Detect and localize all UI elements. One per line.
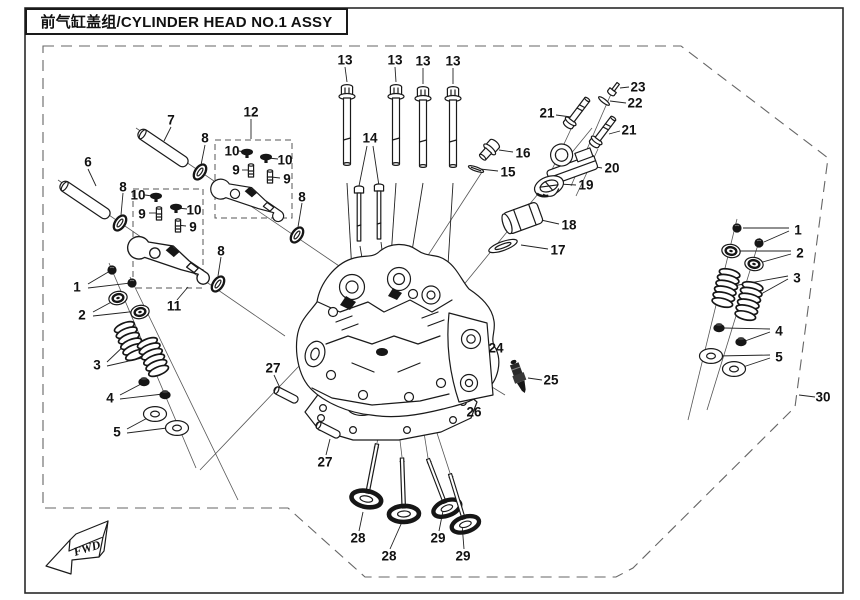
- part-valve-cotter-1: [732, 222, 742, 234]
- part-adjust-screw-9: [247, 163, 255, 178]
- part-adjust-screw-9: [155, 206, 163, 221]
- part-head-bolt-13: [444, 85, 462, 168]
- part-dowel-pin-27: [272, 385, 300, 405]
- part-oring-8: [110, 212, 130, 234]
- part-valve-cotter-1: [754, 237, 764, 249]
- part-screw-23: [607, 81, 621, 97]
- part-lock-nut-10: [150, 192, 162, 202]
- part-valve-cotter-1: [127, 277, 138, 289]
- diagram-title: 前气缸盖组/CYLINDER HEAD NO.1 ASSY: [40, 14, 333, 31]
- part-oring-8: [208, 273, 228, 295]
- part-spring-seat-5: [721, 361, 747, 377]
- part-spring-retainer-2: [742, 254, 766, 274]
- part-rocker-shaft-7: [135, 126, 191, 170]
- part-spring-retainer-2: [719, 241, 743, 261]
- part-bolt-21: [560, 93, 594, 132]
- part-valve-spring-3: [134, 334, 172, 380]
- part-rocker-arm-11: [123, 229, 217, 288]
- part-thermostat-19: [533, 175, 565, 198]
- part-head-bolt-13: [387, 83, 405, 166]
- part-cylinder-head-body: [295, 243, 500, 418]
- part-bolt-16: [478, 138, 501, 161]
- part-stem-seal-4: [713, 323, 725, 333]
- part-lock-nut-10: [260, 153, 272, 163]
- part-stem-seal-4: [735, 337, 747, 347]
- part-intake-valve-28: [350, 441, 392, 510]
- dashed-boundary: [42, 45, 829, 578]
- part-intake-valve-28: [387, 457, 419, 522]
- part-bolt-14: [353, 185, 365, 242]
- group-box-rocker-12: [214, 139, 293, 219]
- part-spring-seat-5: [142, 406, 168, 422]
- part-adjust-screw-9: [266, 169, 274, 184]
- group-box-rocker-11: [132, 188, 204, 289]
- part-head-bolt-13: [338, 83, 356, 166]
- part-lock-nut-10: [241, 148, 253, 158]
- part-valve-cotter-1: [107, 264, 117, 276]
- part-rocker-arm-12: [207, 172, 290, 225]
- part-spring-seat-5: [698, 348, 724, 364]
- part-outlet-fitting-18: [501, 202, 544, 235]
- part-bolt-14: [373, 183, 385, 240]
- part-gasket-17: [488, 238, 518, 254]
- diagram-title-box: 前气缸盖组/CYLINDER HEAD NO.1 ASSY: [25, 8, 348, 35]
- part-rocker-shaft-6: [57, 178, 113, 222]
- part-adjust-screw-9: [174, 218, 182, 233]
- page-border: [24, 7, 844, 594]
- part-stem-seal-4: [159, 390, 171, 400]
- part-valve-spring-3: [709, 265, 743, 311]
- part-valve-spring-3: [732, 278, 766, 324]
- part-spring-seat-5: [164, 420, 190, 436]
- part-spring-retainer-2: [128, 302, 152, 322]
- part-spark-plug-25: [509, 359, 527, 393]
- part-oring-8: [190, 161, 210, 183]
- part-lock-nut-10: [170, 203, 182, 213]
- part-washer-22: [598, 96, 610, 106]
- part-washer-15: [467, 165, 485, 173]
- part-head-bolt-13: [414, 85, 432, 168]
- part-thermostat-cover-20: [546, 143, 599, 186]
- part-stem-seal-4: [138, 377, 150, 387]
- fwd-arrow: FWD: [45, 520, 109, 575]
- part-bolt-21: [586, 112, 620, 151]
- part-spring-retainer-2: [106, 288, 130, 308]
